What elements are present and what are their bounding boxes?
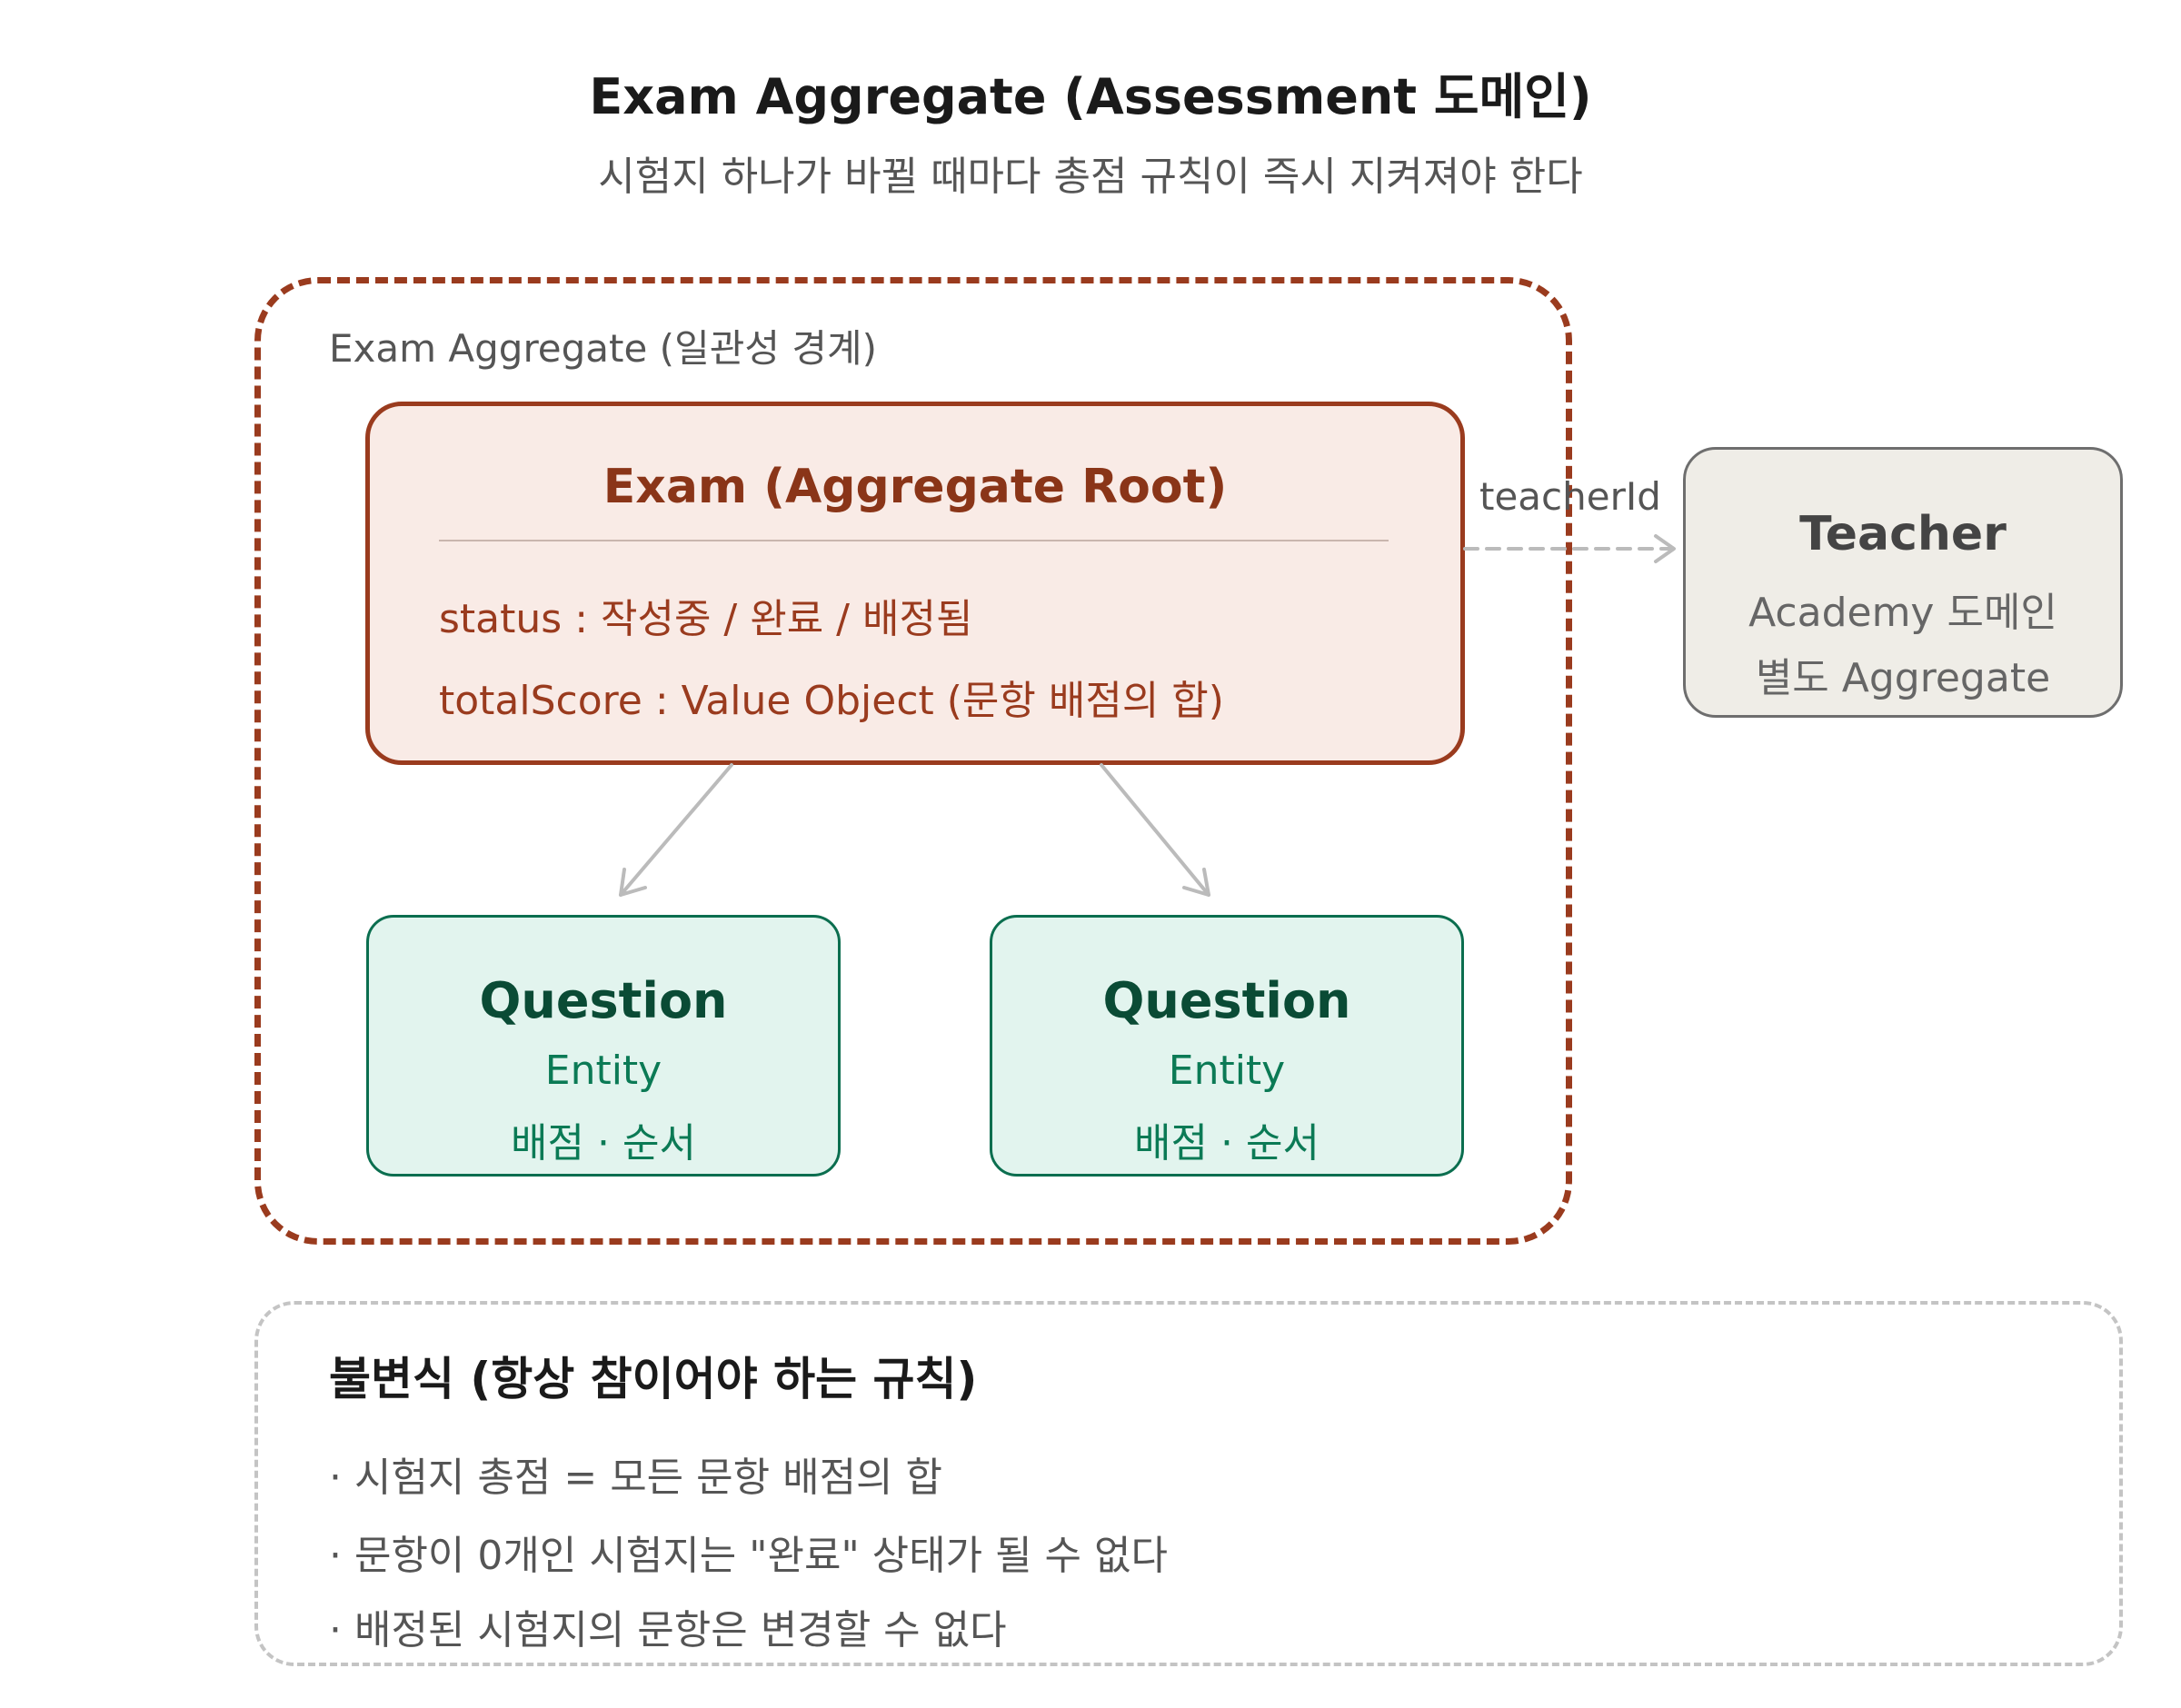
teacher-reference-label: teacherId: [1479, 474, 1661, 519]
question-entity-detail: 배점 · 순서: [511, 1120, 696, 1167]
teacher-aggregate-box: [1683, 447, 2123, 718]
question-entity-title: Question: [479, 972, 728, 1029]
teacher-domain-label: Academy 도메인: [1748, 590, 2057, 636]
invariant-item: · 문항이 0개인 시험지는 "완료" 상태가 될 수 없다: [329, 1533, 1168, 1579]
aggregate-boundary: [254, 277, 1572, 1245]
aggregate-root-attribute-total-score: totalScore : Value Object (문항 배점의 합): [439, 678, 1224, 724]
invariant-item: · 배정된 시험지의 문항은 변경할 수 없다: [329, 1607, 1007, 1653]
teacher-aggregate-label: 별도 Aggregate: [1755, 655, 2051, 701]
aggregate-boundary-label: Exam Aggregate (일관성 경계): [329, 326, 878, 371]
invariant-item: · 시험지 총점 = 모든 문항 배점의 합: [329, 1455, 942, 1501]
teacher-title: Teacher: [1799, 507, 2007, 561]
question-entity-title: Question: [1102, 972, 1351, 1029]
aggregate-root-divider: [439, 540, 1389, 541]
invariants-title: 불변식 (항상 참이어야 하는 규칙): [329, 1353, 978, 1405]
question-entity-type: Entity: [1168, 1048, 1286, 1094]
question-entity-box: [366, 915, 841, 1177]
question-entity-box: [990, 915, 1464, 1177]
invariants-box: [254, 1301, 2123, 1666]
diagram-title: Exam Aggregate (Assessment 도메인): [589, 68, 1592, 125]
diagram-subtitle: 시험지 하나가 바뀔 때마다 총점 규칙이 즉시 지켜져야 한다: [598, 154, 1583, 200]
aggregate-root-box: [365, 402, 1465, 765]
question-entity-type: Entity: [544, 1048, 662, 1094]
aggregate-root-title: Exam (Aggregate Root): [603, 460, 1228, 514]
aggregate-root-attribute-status: status : 작성중 / 완료 / 배정됨: [439, 596, 973, 642]
question-entity-detail: 배점 · 순서: [1134, 1120, 1320, 1167]
